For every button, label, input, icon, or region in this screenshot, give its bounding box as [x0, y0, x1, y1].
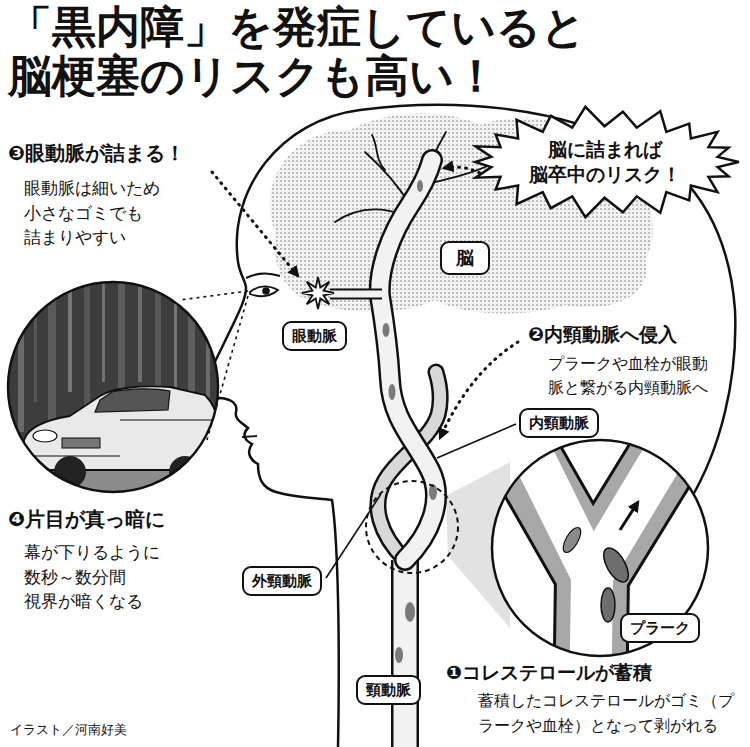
plaque-spot	[417, 180, 423, 192]
leader-lines	[326, 424, 516, 578]
callout-body: 蓄積したコレステロールがゴミ（プ ラークや血栓）となって剥がれる	[478, 689, 737, 739]
streak	[84, 282, 90, 407]
plaque-spot	[395, 647, 403, 663]
leader-line	[326, 494, 381, 578]
zoom-border	[492, 440, 708, 656]
car-grille	[62, 438, 100, 448]
callout-body: 眼動脈は細いため 小さなゴミでも 詰まりやすい	[24, 176, 165, 250]
common-carotid-outline	[391, 560, 419, 747]
part-label-box: 脳	[440, 241, 490, 275]
burst-shape	[468, 104, 741, 220]
plaque	[599, 544, 634, 586]
flow-arrow	[620, 502, 638, 530]
part-label: 頸動脈	[366, 680, 411, 700]
mouth	[242, 436, 257, 437]
streak	[174, 282, 177, 387]
eye	[250, 286, 278, 296]
streak	[155, 282, 161, 392]
callout-heading: ❹片目が真っ暗に	[8, 506, 165, 532]
streak	[188, 282, 195, 400]
part-label: 眼動脈	[292, 326, 337, 346]
dotted-arrow	[212, 172, 298, 276]
internal-carotid-outline	[380, 160, 436, 560]
ophthalmic-artery	[330, 291, 386, 298]
plaque-spot	[389, 384, 396, 400]
vignette-border	[8, 282, 218, 492]
callout-heading: ❶コレステロールが蓄積	[446, 660, 652, 685]
streak	[34, 282, 37, 402]
part-label: 外頸動脈	[252, 571, 312, 591]
eyebrow	[246, 273, 280, 278]
blockage-star	[302, 277, 334, 309]
part-label-box: 眼動脈	[282, 321, 347, 351]
face-profile	[204, 262, 339, 747]
streak	[68, 282, 72, 392]
plaque-spot	[405, 602, 415, 622]
part-label: 内頸動脈	[529, 413, 589, 433]
part-label-box: 内頸動脈	[519, 408, 599, 438]
part-label-box: プラーク	[620, 613, 700, 643]
streak	[138, 282, 142, 382]
dark-vision-scene	[8, 282, 220, 498]
leader-line	[437, 424, 516, 458]
plaque-spot	[383, 323, 390, 337]
callout-body: 幕が下りるように 数秒～数分間 視界が暗くなる	[24, 540, 165, 614]
arteries	[330, 160, 440, 747]
dotted-arrow	[440, 342, 518, 438]
dotted-arrows	[212, 167, 518, 438]
internal-carotid	[380, 160, 436, 560]
part-label-box: 頸動脈	[356, 675, 421, 705]
streak	[118, 282, 125, 397]
car-headlight	[33, 430, 57, 442]
car-window	[95, 389, 170, 412]
alert-text: 脳に詰まれば 脳卒中のリスク！	[526, 137, 684, 186]
streak	[102, 282, 105, 382]
callout-body: プラークや血栓が眼動 脈と繋がる内頸動脈へ	[548, 352, 713, 400]
title: 「黒内障」を発症していると 脳梗塞のリスクも高い！	[8, 2, 589, 101]
car-lines	[24, 420, 218, 456]
dark-background	[8, 282, 220, 494]
part-label: 脳	[456, 246, 474, 270]
plaque	[601, 588, 615, 622]
illustrator-credit: イラスト／河南好美	[10, 722, 127, 739]
callout-heading: ❸眼動脈が詰まる！	[8, 140, 185, 166]
common-carotid	[394, 560, 417, 747]
plaque-spots	[383, 180, 438, 663]
alert-burst: 脳に詰まれば 脳卒中のリスク！	[468, 104, 741, 220]
callout-heading: ❷内頸動脈へ侵入	[528, 322, 677, 347]
sight-line	[180, 291, 248, 300]
burst-outline	[475, 107, 739, 217]
iris	[262, 287, 270, 295]
part-label: プラーク	[630, 618, 690, 638]
brain-vessel	[372, 135, 385, 170]
part-label-box: 外頸動脈	[242, 566, 322, 596]
plaque	[560, 525, 584, 555]
streak	[18, 282, 24, 432]
